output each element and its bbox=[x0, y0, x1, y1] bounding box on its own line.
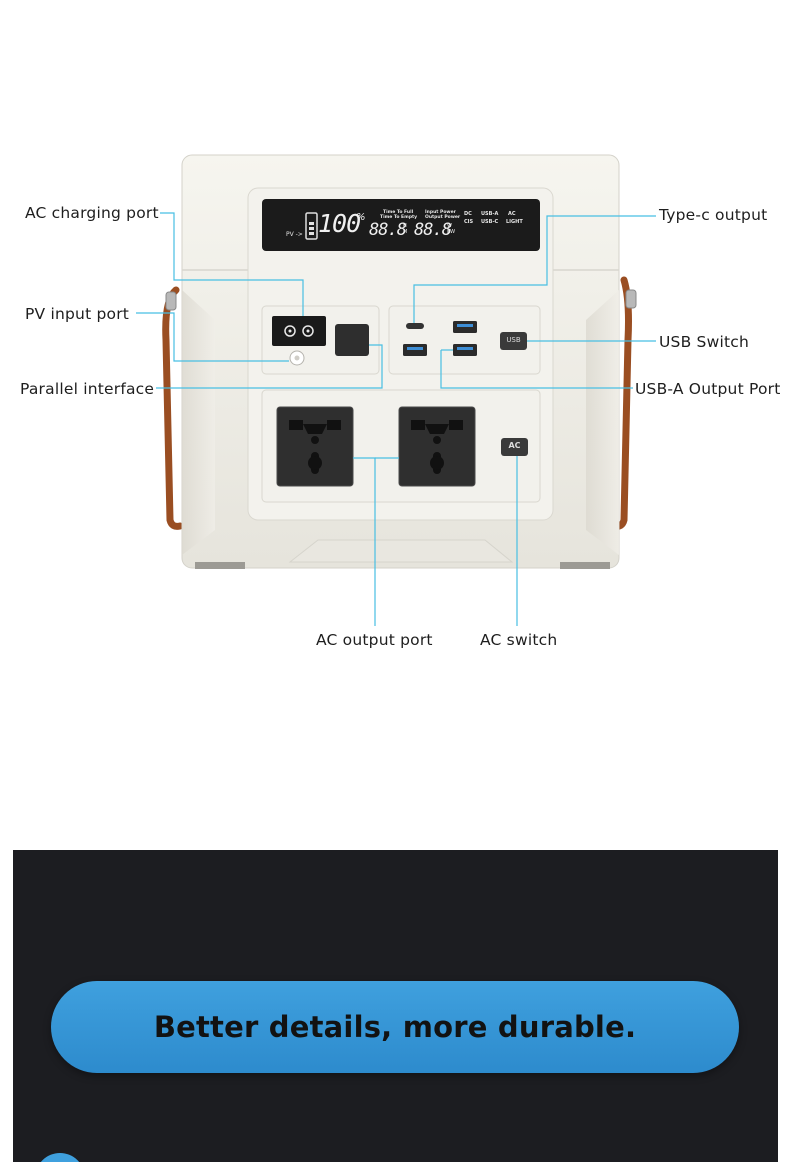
lcd-input-power: Input Power bbox=[425, 210, 456, 215]
dark-section: Better details, more durable. bbox=[13, 850, 778, 1162]
ac-switch-button bbox=[501, 438, 528, 456]
ac-charging-socket bbox=[272, 316, 326, 346]
lcd-output-power: Output Power bbox=[425, 215, 461, 220]
type-c-socket bbox=[406, 323, 424, 329]
callout-usb-a-output-port: USB-A Output Port bbox=[635, 380, 781, 398]
lcd-ac: AC bbox=[508, 211, 516, 217]
product-diagram-section: PV -> 100 % 88.8 H M 88.8 W KW Time To F… bbox=[20, 154, 781, 649]
ac-outlet-2 bbox=[398, 406, 476, 487]
lcd-time-to-full: Time To Full bbox=[383, 210, 414, 215]
feature-circle-badge bbox=[35, 1153, 85, 1162]
lcd-battery-percent: 100 bbox=[318, 209, 361, 238]
lcd-power-digits: 88.8 bbox=[414, 220, 452, 240]
lcd-time-to-empty: Time To Empty bbox=[380, 215, 418, 220]
lcd-usb-a: USB-A bbox=[481, 211, 499, 217]
callout-parallel-interface: Parallel interface bbox=[20, 380, 155, 398]
usb-switch-button bbox=[500, 332, 527, 350]
lcd-time-units: H M bbox=[403, 223, 408, 235]
lcd-screen bbox=[262, 199, 540, 251]
ac-button-label: AC bbox=[508, 441, 521, 450]
lcd-power-units: W KW bbox=[447, 223, 456, 235]
leader-lines bbox=[136, 212, 656, 626]
callout-type-c-output: Type-c output bbox=[659, 206, 768, 224]
lcd-dc: DC bbox=[464, 211, 472, 217]
ac-outlet-1 bbox=[276, 406, 354, 487]
lcd-cis: CIS bbox=[464, 219, 474, 225]
left-handle bbox=[162, 286, 184, 530]
power-station-illustration bbox=[136, 154, 656, 626]
callout-ac-switch: AC switch bbox=[480, 631, 558, 649]
callout-ac-charging-port: AC charging port bbox=[25, 204, 159, 222]
callout-pv-input-port: PV input port bbox=[25, 305, 130, 323]
lcd-time-digits: 88.8 bbox=[369, 220, 407, 240]
lcd-pv-label: PV -> bbox=[286, 231, 303, 238]
lcd-light: LIGHT bbox=[506, 219, 523, 225]
callout-ac-output-port: AC output port bbox=[316, 631, 433, 649]
parallel-interface-socket bbox=[335, 324, 369, 356]
lcd-usb-c: USB-C bbox=[481, 219, 499, 225]
lcd-percent-sign: % bbox=[356, 212, 366, 223]
callout-usb-switch: USB Switch bbox=[659, 333, 749, 351]
battery-icon bbox=[305, 212, 318, 240]
banner-text: Better details, more durable. bbox=[153, 1010, 637, 1044]
usb-button-label: USB bbox=[506, 336, 521, 344]
headline-banner: Better details, more durable. bbox=[51, 981, 739, 1073]
